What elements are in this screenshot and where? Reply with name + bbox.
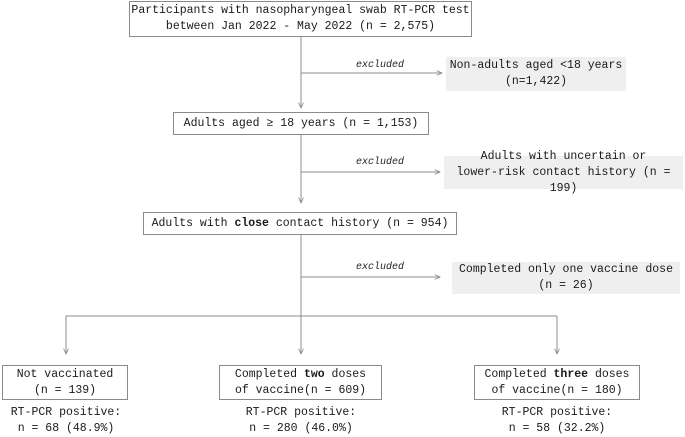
box-close-contact: Adults with close contact history (n = 9… [143, 212, 457, 235]
notvacc-line2: (n = 139) [33, 383, 97, 397]
box-two-doses: Completed two doses of vaccine(n = 609) [219, 365, 382, 400]
excluded-label-3: excluded [356, 262, 405, 273]
result-notvacc-line2: n = 68 (48.9%) [17, 422, 115, 435]
onedose-line1: Completed only one vaccine dose [459, 263, 673, 276]
result-threedoses-line2: n = 58 (32.2%) [508, 422, 606, 435]
uncertain-line2: lower-risk contact history (n = 199) [456, 165, 671, 195]
threedoses-line2: of vaccine(n = 180) [491, 383, 623, 397]
close-contact-post: contact history (n = 954) [268, 216, 449, 230]
threedoses-pre: Completed [484, 367, 554, 381]
twodoses-line2: of vaccine(n = 609) [234, 383, 367, 397]
threedoses-bold: three [553, 367, 589, 381]
result-two-doses: RT-PCR positive: n = 280 (46.0%) [226, 406, 376, 436]
excluded-label-2: excluded [356, 157, 405, 168]
result-threedoses-line1: RT-PCR positive: [501, 406, 613, 419]
result-three-doses: RT-PCR positive: n = 58 (32.2%) [484, 406, 630, 436]
result-twodoses-line2: n = 280 (46.0%) [249, 422, 353, 435]
nonadults-line2: (n=1,422) [504, 75, 568, 88]
twodoses-line1: Completed two doses [235, 367, 366, 383]
uncertain-line1: Adults with uncertain or [480, 149, 647, 163]
onedose-line2: (n = 26) [538, 279, 594, 292]
result-notvacc-line1: RT-PCR positive: [10, 406, 122, 419]
adults-text: Adults aged ≥ 18 years (n = 1,153) [183, 116, 419, 130]
twodoses-bold: two [303, 367, 325, 381]
close-contact-pre: Adults with [151, 216, 235, 230]
box-onedose: Completed only one vaccine dose (n = 26) [452, 262, 680, 294]
threedoses-line1: Completed three doses [485, 367, 630, 383]
box-not-vaccinated: Not vaccinated (n = 139) [2, 365, 128, 400]
excluded-label-1: excluded [356, 60, 405, 71]
result-not-vaccinated: RT-PCR positive: n = 68 (48.9%) [0, 406, 132, 436]
box-adults: Adults aged ≥ 18 years (n = 1,153) [173, 112, 429, 135]
nonadults-line1: Non-adults aged <18 years [449, 59, 623, 72]
twodoses-pre: Completed [234, 367, 304, 381]
box-participants: Participants with nasopharyngeal swab RT… [129, 1, 472, 37]
box-nonadults: Non-adults aged <18 years (n=1,422) [446, 57, 626, 91]
box-three-doses: Completed three doses of vaccine(n = 180… [474, 365, 640, 400]
box-uncertain: Adults with uncertain or lower-risk cont… [444, 150, 683, 195]
result-twodoses-line1: RT-PCR positive: [245, 406, 357, 419]
participants-line1: Participants with nasopharyngeal swab RT… [131, 4, 470, 17]
close-contact-text: Adults with close contact history (n = 9… [152, 216, 449, 232]
close-contact-bold: close [234, 216, 269, 230]
notvacc-line1: Not vaccinated [16, 367, 114, 381]
participants-line2: between Jan 2022 - May 2022 (n = 2,575) [165, 20, 436, 33]
threedoses-post: doses [588, 367, 630, 381]
twodoses-post: doses [324, 367, 367, 381]
